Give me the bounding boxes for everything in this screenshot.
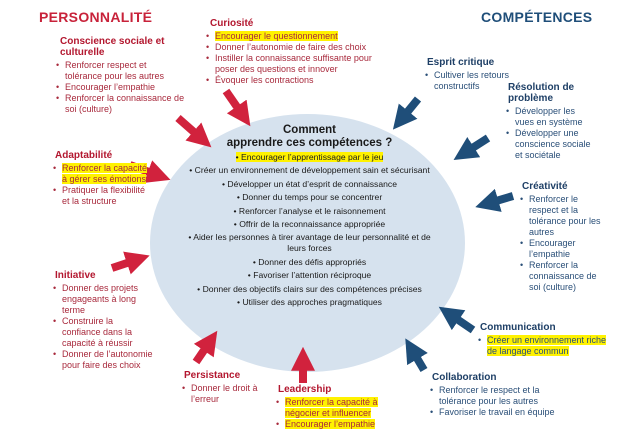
personality-header: PERSONNALITÉ (39, 9, 153, 25)
persistance-title: Persistance (184, 370, 241, 381)
list-item: Encourager l’empathie (56, 82, 186, 93)
list-item: Évoquer les contractions (206, 75, 378, 86)
center-title-line1: Comment (282, 124, 337, 136)
center-item: Renforcer l’analyse et le raisonnement (172, 206, 447, 217)
list-item: Donner le droit à l’erreur (182, 383, 262, 405)
box-esprit: Esprit critique Cultiver les retours con… (425, 57, 515, 92)
list-item: Renforcer le respect et la tolérance pou… (520, 194, 608, 238)
esprit-title: Esprit critique (427, 57, 495, 68)
box-creativite: Créativité Renforcer le respect et la to… (520, 181, 608, 293)
center-item: Aider les personnes à tirer avantage de … (172, 232, 447, 254)
center-list: Encourager l’apprentissage par le jeu Cr… (172, 152, 447, 308)
arrow-persistance (192, 330, 218, 365)
initiative-list: Donner des projets engageants à long ter… (53, 283, 153, 371)
list-item: Créer un environnement riche de langage … (478, 335, 613, 357)
list-item: Favoriser le travail en équipe (430, 407, 570, 418)
arrow-curiosite (222, 88, 251, 127)
persistance-list: Donner le droit à l’erreur (182, 383, 262, 405)
box-collaboration: Collaboration Renforcer le respect et la… (430, 372, 570, 418)
center-item: Développer un état d’esprit de connaissa… (172, 179, 447, 190)
conscience-title: Conscience sociale et culturelle (60, 36, 165, 58)
center-title-line2: apprendre ces compétences ? (226, 137, 393, 149)
center-item: Donner du temps pour se concentrer (172, 192, 447, 203)
box-adaptabilite: Adaptabilité Renforcer la capacité à gér… (53, 150, 153, 207)
center-title: Comment apprendre ces compétences ? (172, 124, 447, 150)
curiosite-title: Curiosité (210, 18, 254, 29)
list-item: Cultiver les retours constructifs (425, 70, 515, 92)
collaboration-title: Collaboration (432, 372, 497, 383)
center-item: Encourager l’apprentissage par le jeu (172, 152, 447, 163)
box-conscience: Conscience sociale et culturelle Renforc… (56, 36, 186, 115)
communication-title: Communication (480, 322, 556, 333)
arrow-communication (438, 306, 476, 334)
arrow-esprit-blue (392, 96, 422, 130)
curiosite-list: Encourager le questionnement Donner l’au… (206, 31, 378, 86)
leadership-list: Renforcer la capacité à négocier et infl… (276, 397, 396, 430)
resolution-title: Résolution de problème (508, 82, 575, 104)
list-item: Donner l’autonomie de faire des choix (206, 42, 378, 53)
arrow-creativite (475, 188, 515, 212)
list-item: Renforcer le respect et la tolérance pou… (430, 385, 570, 407)
list-item: Pratiquer la flexibilité et la structure (53, 185, 153, 207)
list-item: Développer une conscience sociale et soc… (506, 128, 596, 161)
list-item: Construire la confiance dans la capacité… (53, 316, 153, 349)
arrow-resolution (453, 134, 491, 161)
arrow-collaboration (405, 338, 428, 373)
creativite-title: Créativité (522, 181, 568, 192)
list-item: Instiller la connaissance suffisante pou… (206, 53, 378, 75)
list-item: Encourager le questionnement (206, 31, 378, 42)
initiative-title: Initiative (55, 270, 96, 281)
box-resolution: Résolution de problème Développer les vu… (506, 82, 596, 161)
center-item: Donner des défis appropriés (172, 257, 447, 268)
list-item: Renforcer la capacité à gérer ses émotio… (53, 163, 153, 185)
box-persistance: Persistance Donner le droit à l’erreur (182, 370, 262, 405)
adaptabilite-title: Adaptabilité (55, 150, 113, 161)
box-curiosite: Curiosité Encourager le questionnement D… (206, 18, 378, 86)
resolution-list: Développer les vues en système Développe… (506, 106, 596, 161)
list-item: Renforcer respect et tolérance pour les … (56, 60, 186, 82)
communication-list: Créer un environnement riche de langage … (478, 335, 613, 357)
list-item: Renforcer la capacité à négocier et infl… (276, 397, 396, 419)
box-initiative: Initiative Donner des projets engageants… (53, 270, 153, 371)
center-item: Donner des objectifs clairs sur des comp… (172, 284, 447, 295)
collaboration-list: Renforcer le respect et la tolérance pou… (430, 385, 570, 418)
creativite-list: Renforcer le respect et la tolérance pou… (520, 194, 608, 293)
center-item: Favoriser l’attention réciproque (172, 270, 447, 281)
list-item: Encourager l’empathie (520, 238, 608, 260)
center-panel: Comment apprendre ces compétences ? Enco… (172, 124, 447, 310)
list-item: Donner de l’autonomie pour faire des cho… (53, 349, 153, 371)
center-item: Créer un environnement de développement … (172, 165, 447, 176)
conscience-list: Renforcer respect et tolérance pour les … (56, 60, 186, 115)
skills-header: COMPÉTENCES (481, 9, 593, 25)
arrow-conscience (175, 114, 212, 148)
esprit-list: Cultiver les retours constructifs (425, 70, 515, 92)
adaptabilite-list: Renforcer la capacité à gérer ses émotio… (53, 163, 153, 207)
arrow-initiative (110, 251, 150, 275)
box-communication: Communication Créer un environnement ric… (478, 322, 613, 357)
list-item: Développer les vues en système (506, 106, 596, 128)
list-item: Encourager l’empathie (276, 419, 396, 430)
box-leadership: Leadership Renforcer la capacité à négoc… (276, 384, 396, 430)
leadership-title: Leadership (278, 384, 332, 395)
list-item: Donner des projets engageants à long ter… (53, 283, 153, 316)
center-item: Utiliser des approches pragmatiques (172, 297, 447, 308)
list-item: Renforcer la connaissance de soi (cultur… (56, 93, 186, 115)
center-item: Offrir de la reconnaissance appropriée (172, 219, 447, 230)
list-item: Renforcer la connaissance de soi (cultur… (520, 260, 608, 293)
